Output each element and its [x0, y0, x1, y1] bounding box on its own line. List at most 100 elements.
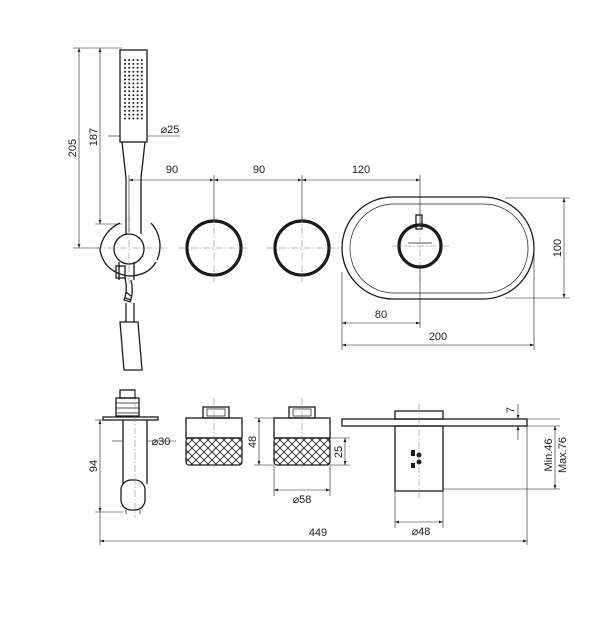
- spray-nozzle: [136, 59, 139, 61]
- spray-nozzle: [132, 117, 135, 120]
- spray-nozzle: [124, 82, 126, 85]
- spray-nozzle: [128, 74, 131, 77]
- spray-nozzle: [132, 101, 135, 104]
- label-200: 200: [429, 331, 447, 343]
- spray-nozzle: [124, 105, 126, 108]
- spray-nozzle: [128, 105, 131, 108]
- spray-nozzle: [136, 62, 139, 65]
- spray-nozzle: [128, 66, 131, 69]
- spray-nozzle: [124, 94, 126, 97]
- spray-nozzle: [132, 94, 135, 97]
- top-view: 205 187 ⌀25 90 90 120 100 80 200: [67, 47, 570, 371]
- spray-nozzle: [128, 62, 131, 65]
- label-diameter-30: ⌀30: [152, 436, 171, 448]
- spray-nozzle: [136, 70, 139, 73]
- hand-shower-top: [99, 49, 161, 371]
- spray-nozzle: [132, 74, 135, 77]
- spray-nozzle: [128, 90, 131, 93]
- label-100: 100: [552, 239, 564, 257]
- spray-nozzle: [140, 105, 143, 108]
- spray-nozzle: [124, 86, 126, 89]
- spray-nozzle: [136, 117, 139, 120]
- label-449: 449: [309, 527, 327, 539]
- spray-nozzle: [124, 117, 126, 120]
- spray-nozzle: [132, 70, 135, 73]
- spray-nozzle: [140, 113, 143, 116]
- spray-nozzle: [124, 78, 126, 81]
- spray-nozzle: [124, 98, 126, 100]
- spray-nozzle: [136, 74, 139, 77]
- spray-nozzle: [124, 59, 126, 61]
- spray-nozzle: [128, 113, 131, 116]
- spray-nozzle: [136, 78, 139, 81]
- spray-nozzle: [124, 90, 126, 93]
- spray-nozzle: [136, 90, 139, 93]
- spray-nozzle: [132, 113, 135, 116]
- spray-nozzle: [124, 62, 126, 65]
- spray-nozzle: [124, 74, 126, 77]
- label-48: 48: [247, 436, 259, 448]
- spray-nozzle: [136, 94, 139, 97]
- spray-nozzle: [128, 101, 131, 104]
- mixer-plate-side: [341, 418, 528, 427]
- spray-nozzle: [132, 109, 135, 112]
- holder-knob-side: [120, 479, 146, 511]
- label-187: 187: [88, 128, 100, 146]
- spray-nozzle: [136, 98, 139, 100]
- label-max-76: Max.76: [557, 437, 569, 473]
- spray-nozzle: [128, 98, 131, 100]
- spray-nozzle: [128, 109, 131, 112]
- spray-nozzle: [132, 82, 135, 85]
- spray-nozzle: [136, 109, 139, 112]
- spray-nozzle: [136, 66, 139, 69]
- label-min-46: Min.46: [543, 438, 555, 471]
- spray-nozzle: [140, 74, 143, 77]
- spray-nozzle: [140, 59, 143, 61]
- spray-nozzle: [132, 98, 135, 100]
- spray-nozzle: [128, 82, 131, 85]
- label-80: 80: [375, 309, 387, 321]
- hose-connector: [119, 321, 143, 371]
- spray-nozzle: [128, 86, 131, 89]
- spray-nozzle: [136, 105, 139, 108]
- mixer-lever: [415, 214, 423, 230]
- spray-nozzle: [124, 66, 126, 69]
- spray-nozzle: [140, 66, 143, 69]
- spray-nozzle: [140, 109, 143, 112]
- mixer-plate: [341, 196, 535, 300]
- spray-nozzle: [132, 62, 135, 65]
- spray-nozzle: [132, 78, 135, 81]
- spray-nozzle: [128, 70, 131, 73]
- spray-nozzle: [140, 94, 143, 97]
- spray-nozzle-grid: [124, 59, 143, 120]
- spray-nozzle: [128, 117, 131, 120]
- label-90-mid: 90: [253, 164, 265, 176]
- spray-nozzle: [140, 62, 143, 65]
- label-120: 120: [352, 164, 370, 176]
- spray-nozzle: [132, 90, 135, 93]
- spray-nozzle: [128, 94, 131, 97]
- mixer-plate-inner: [349, 203, 529, 294]
- spray-nozzle: [124, 113, 126, 116]
- mixer-side: [341, 410, 528, 492]
- spray-nozzle: [140, 82, 143, 85]
- spray-nozzle: [136, 113, 139, 116]
- spray-nozzle: [136, 82, 139, 85]
- label-90-left: 90: [166, 164, 178, 176]
- label-diameter-25: ⌀25: [161, 124, 180, 136]
- spray-nozzle: [124, 101, 126, 104]
- spray-nozzle: [132, 59, 135, 61]
- spray-nozzle: [140, 101, 143, 104]
- holder-side: [102, 389, 159, 514]
- spray-nozzle: [136, 101, 139, 104]
- label-25: 25: [333, 446, 345, 458]
- spray-nozzle: [140, 90, 143, 93]
- spray-nozzle: [128, 59, 131, 61]
- hand-shower-head: [119, 49, 148, 143]
- spray-nozzle: [140, 78, 143, 81]
- spray-nozzle: [140, 86, 143, 89]
- holder-wall-flange: [102, 416, 159, 421]
- spray-nozzle: [124, 70, 126, 73]
- spray-nozzle: [132, 105, 135, 108]
- label-205: 205: [67, 139, 79, 157]
